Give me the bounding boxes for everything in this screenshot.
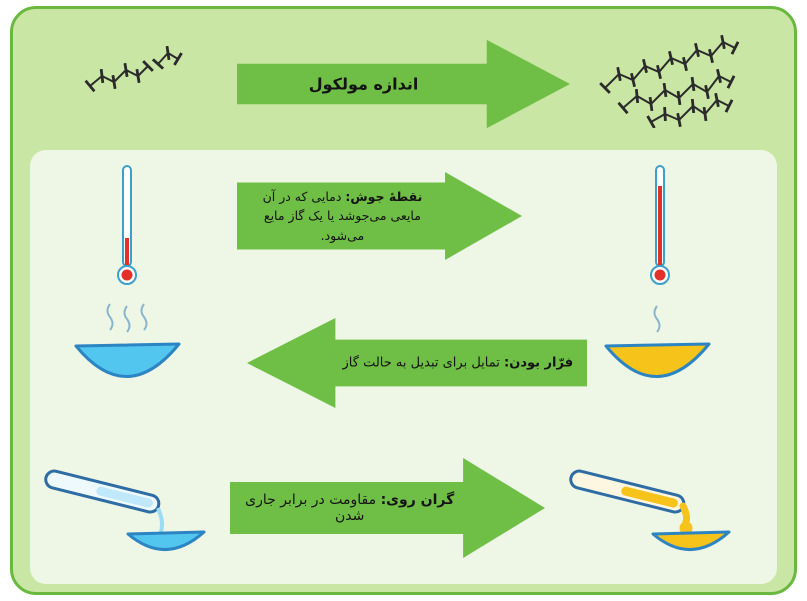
pouring-tube-yellow-icon	[569, 469, 731, 551]
viscosity-definition: مقاومت در برابر جاری شدن	[245, 492, 377, 524]
volatility-term: فرّار بودن:	[504, 355, 574, 371]
viscosity-term: گران روی:	[380, 492, 455, 508]
boiling-point-term: نقطهٔ جوش:	[345, 188, 423, 204]
volatility-label: فرّار بودن: تمایل برای تبدیل به حالت گاز	[335, 356, 580, 371]
volatile-dish-blue-icon	[74, 303, 181, 378]
molecule-size-label: اندازه مولکول	[308, 74, 419, 94]
large-molecule-icon	[599, 34, 740, 128]
viscosity-label: گران روی: مقاومت در برابر جاری شدن	[239, 492, 460, 524]
volatility-definition: تمایل برای تبدیل به حالت گاز	[342, 355, 500, 371]
small-molecule-icon	[84, 45, 183, 93]
boiling-point-label: نقطهٔ جوش: دمایی که در آن مایعی می‌جوشد …	[246, 187, 440, 245]
thermometer-high-icon	[650, 165, 670, 285]
thermometer-low-icon	[117, 165, 137, 285]
boiling-point-definition: دمایی که در آن مایعی می‌جوشد یا یک گاز م…	[262, 188, 421, 243]
pouring-tube-blue-icon	[44, 469, 206, 551]
volatile-dish-yellow-icon	[604, 305, 711, 378]
